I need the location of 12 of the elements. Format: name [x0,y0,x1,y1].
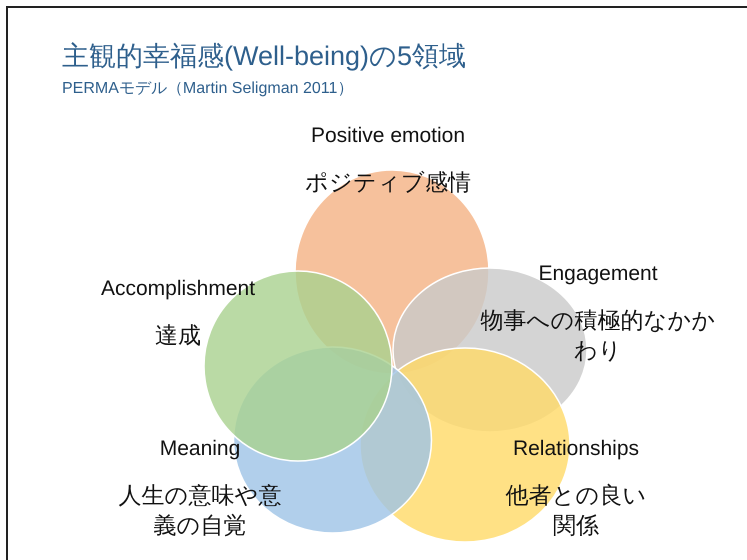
subtitle: PERMAモデル（Martin Seligman 2011） [62,79,354,99]
circle-title: Positive emotion [310,124,466,148]
circle-title: Meaning [158,437,242,461]
circle-description: ポジティブ感情 [304,168,472,197]
circle-title: Accomplishment [100,277,256,301]
circle-description: 達成 [154,321,202,350]
circle-description: 他者との良い関係 [504,481,648,540]
circle-title: Engagement [537,262,659,286]
title: 主観的幸福感(Well-being)の5領域 [62,40,466,73]
circle-description: 人生の意味や意義の自覚 [118,481,282,540]
circle-description: 物事への積極的なかかわり [480,306,716,365]
circle-title: Relationships [512,437,640,461]
